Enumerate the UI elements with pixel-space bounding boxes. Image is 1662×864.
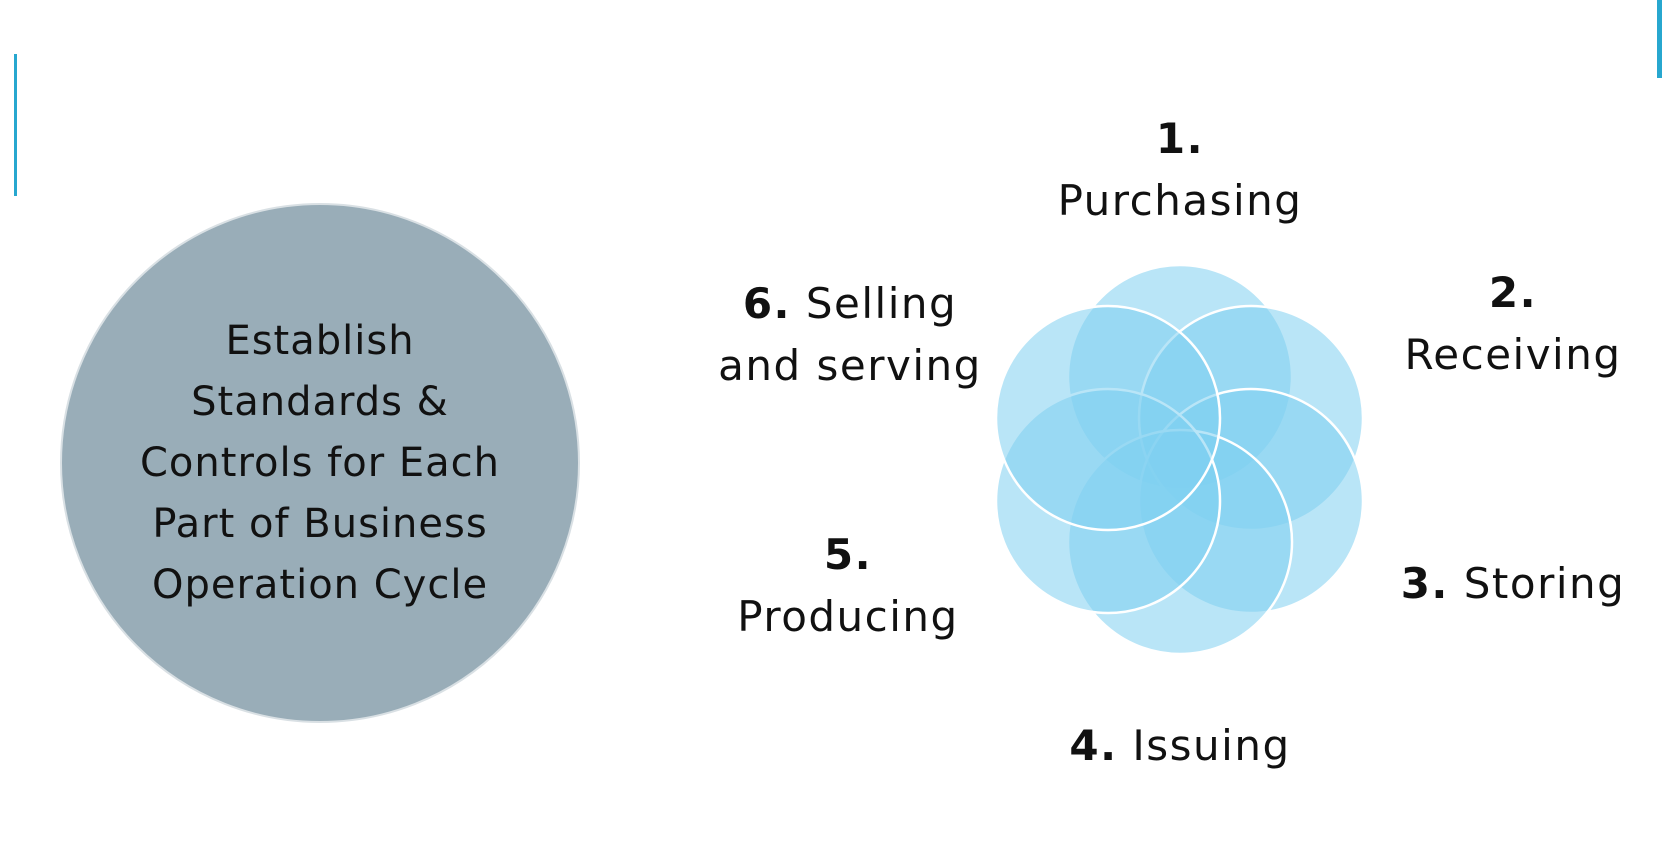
step-1-number: 1.: [1155, 114, 1205, 163]
step-3-storing: 3. Storing: [1388, 553, 1638, 615]
step-4-issuing: 4. Issuing: [1030, 715, 1330, 777]
step-6-number: 6.: [742, 279, 792, 328]
accent-bar: [14, 54, 17, 196]
step-4-label: Issuing: [1132, 721, 1291, 770]
step-6-selling-serving: 6. Selling and serving: [700, 273, 1000, 397]
step-6-label-line2: and serving: [718, 341, 982, 390]
step-2-label: Receiving: [1404, 330, 1622, 379]
edge-accent-mark: [1657, 0, 1662, 78]
step-5-number: 5.: [823, 530, 873, 579]
central-circle-label: Establish Standards & Controls for Each …: [140, 317, 500, 608]
step-5-label: Producing: [737, 592, 959, 641]
step-5-producing: 5. Producing: [708, 524, 988, 648]
cycle-petal-selling: [994, 304, 1222, 532]
step-2-number: 2.: [1488, 268, 1538, 317]
step-4-number: 4.: [1069, 721, 1118, 770]
step-6-label-line1: Selling: [805, 279, 958, 328]
central-circle: Establish Standards & Controls for Each …: [60, 203, 580, 723]
step-3-label: Storing: [1463, 559, 1626, 608]
step-3-number: 3.: [1400, 559, 1449, 608]
step-1-purchasing: 1. Purchasing: [1030, 108, 1330, 232]
step-2-receiving: 2. Receiving: [1388, 262, 1638, 386]
step-1-label: Purchasing: [1057, 176, 1303, 225]
